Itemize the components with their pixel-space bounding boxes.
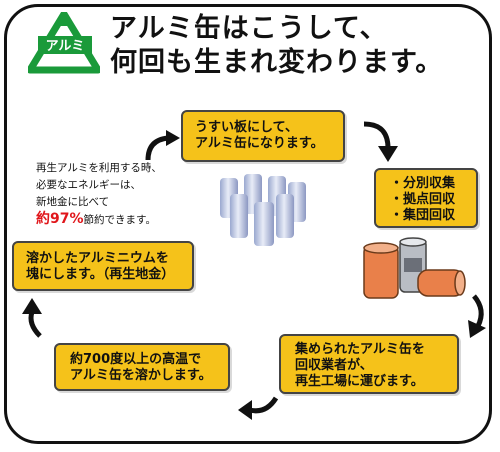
curved-arrow-icon xyxy=(238,396,279,420)
step-box-ingot: 溶かしたアルミニウムを 塊にします。（再生地金） xyxy=(12,241,194,291)
energy-savings-note: 再生アルミを利用する時、 必要なエネルギーは、 新地金に比べて 約97%節約でき… xyxy=(36,162,162,227)
step-box-thin-sheet: うすい板にして、 アルミ缶になります。 xyxy=(181,110,345,162)
savings-percent: 約97% xyxy=(36,211,84,227)
step-box-transport: 集められたアルミ缶を 回収業者が、 再生工場に運びます。 xyxy=(279,334,459,394)
curved-arrow-icon xyxy=(363,121,398,162)
curved-arrow-icon xyxy=(145,130,180,161)
curved-arrow-icon xyxy=(22,298,42,338)
title-line-1: アルミ缶はこうして、 xyxy=(110,13,388,44)
title-line-2: 何回も生まれ変わります。 xyxy=(110,47,444,78)
step-box-melting: 約700度以上の高温で アルミ缶を溶かします。 xyxy=(54,343,230,391)
page-title: アルミ缶はこうして、 何回も生まれ変わります。 xyxy=(110,12,443,80)
used-cans-image xyxy=(363,237,466,299)
step-box-collection: ・分別収集 ・拠点回収 ・集団回収 xyxy=(374,168,478,228)
blank-cans-image xyxy=(220,174,306,246)
aluminum-recycle-logo: アルミ xyxy=(28,12,100,74)
logo-text: アルミ xyxy=(46,39,85,54)
curved-arrow-icon xyxy=(468,294,486,338)
